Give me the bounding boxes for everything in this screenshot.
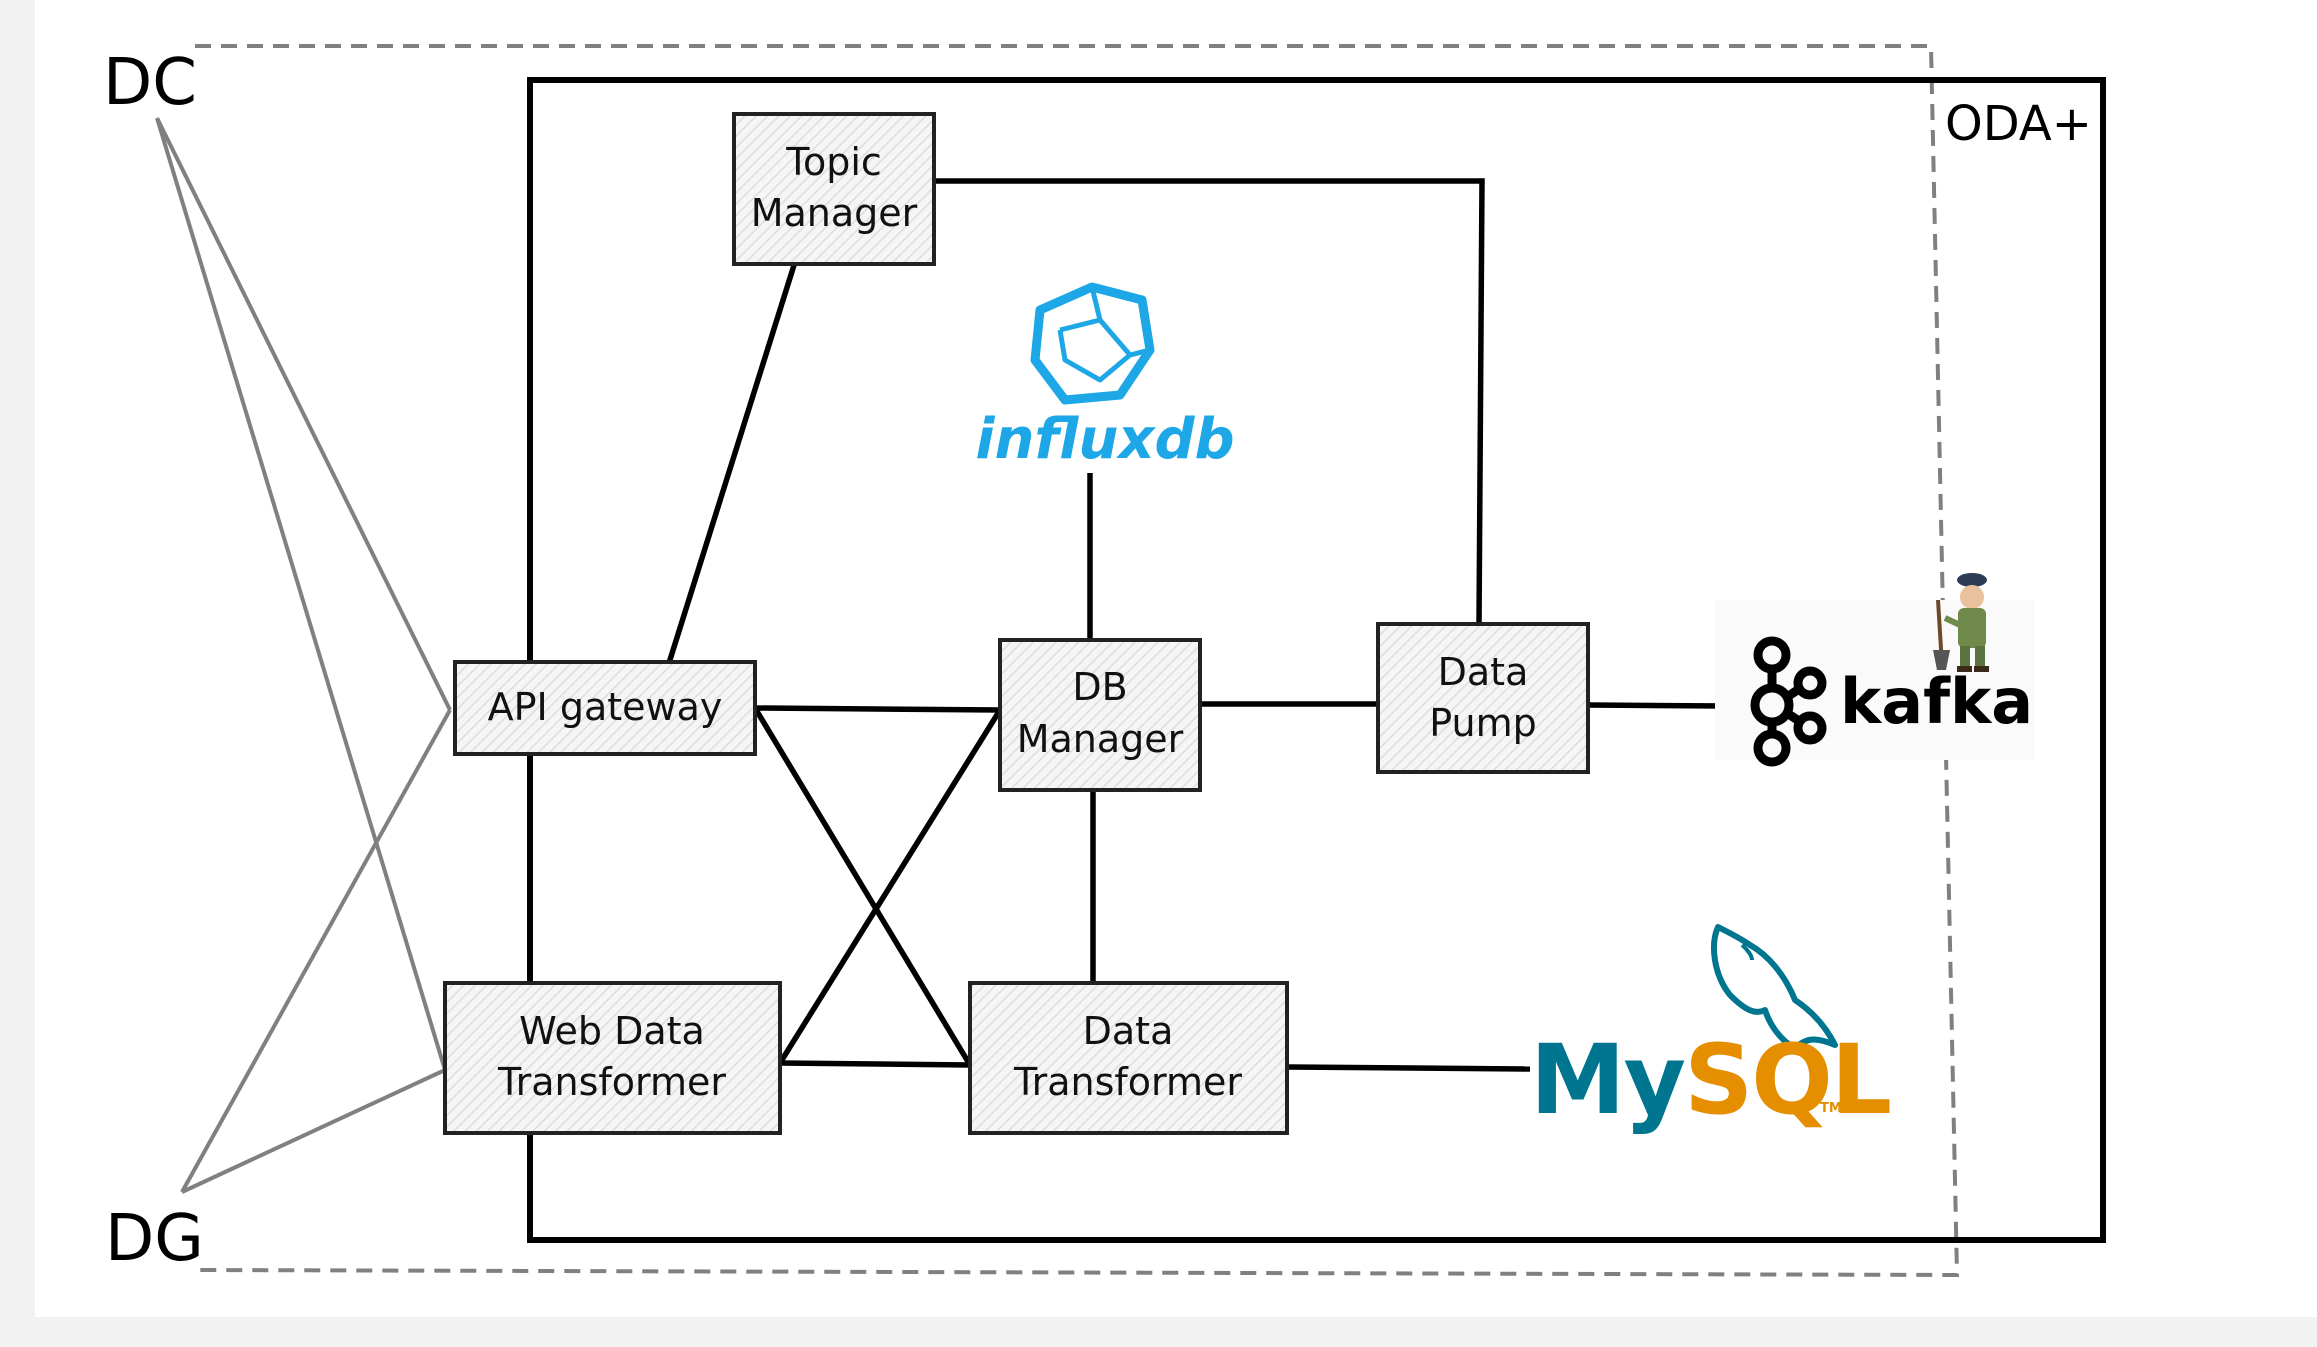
influxdb-logo: influxdb <box>975 282 1235 472</box>
data-transformer-label-line1: Data <box>1083 1009 1174 1053</box>
db-manager-label-line2: Manager <box>1017 717 1184 761</box>
web-data-transformer-box: Web Data Transformer <box>443 981 782 1135</box>
influxdb-wordmark: influxdb <box>975 407 1234 472</box>
data-transformer-label-line2: Transformer <box>1013 1060 1242 1104</box>
topic-manager-label-line1: Topic <box>785 140 882 184</box>
data-pump-label-line1: Data <box>1438 650 1529 694</box>
db-manager-label-line1: DB <box>1072 665 1127 709</box>
kafka-mascot-icon <box>1933 573 1989 672</box>
oda-label: ODA+ <box>1945 96 2092 152</box>
data-transformer-box: Data Transformer <box>968 981 1289 1135</box>
kafka-icon <box>1750 636 1827 767</box>
db-manager-box: DB Manager <box>998 638 1202 792</box>
web-data-transformer-label-line2: Transformer <box>497 1060 726 1104</box>
web-data-transformer-label-line1: Web Data <box>519 1009 705 1053</box>
api-gateway-box: API gateway <box>453 660 757 756</box>
mysql-logo: MySQL TM <box>1530 924 1892 1136</box>
svg-text:MySQL: MySQL <box>1530 1024 1890 1136</box>
mysql-trademark: TM <box>1820 1101 1842 1116</box>
influxdb-icon <box>1030 282 1155 405</box>
dg-label: DG <box>105 1202 204 1276</box>
mysql-dolphin-icon <box>1711 924 1838 1051</box>
kafka-wordmark: kafka <box>1840 665 2033 738</box>
api-gateway-label: API gateway <box>488 685 723 729</box>
dc-dg-connections <box>155 117 452 1194</box>
data-pump-label-line2: Pump <box>1429 701 1536 745</box>
mysql-wordmark-my: My <box>1530 1024 1685 1136</box>
component-connections <box>527 178 1726 1072</box>
dc-label: DC <box>103 46 197 120</box>
mysql-wordmark-sql: SQL <box>1684 1024 1890 1136</box>
data-pump-box: Data Pump <box>1376 622 1590 774</box>
topic-manager-label-line2: Manager <box>751 191 918 235</box>
kafka-logo: kafka <box>1715 573 2035 767</box>
topic-manager-box: Topic Manager <box>732 112 936 266</box>
